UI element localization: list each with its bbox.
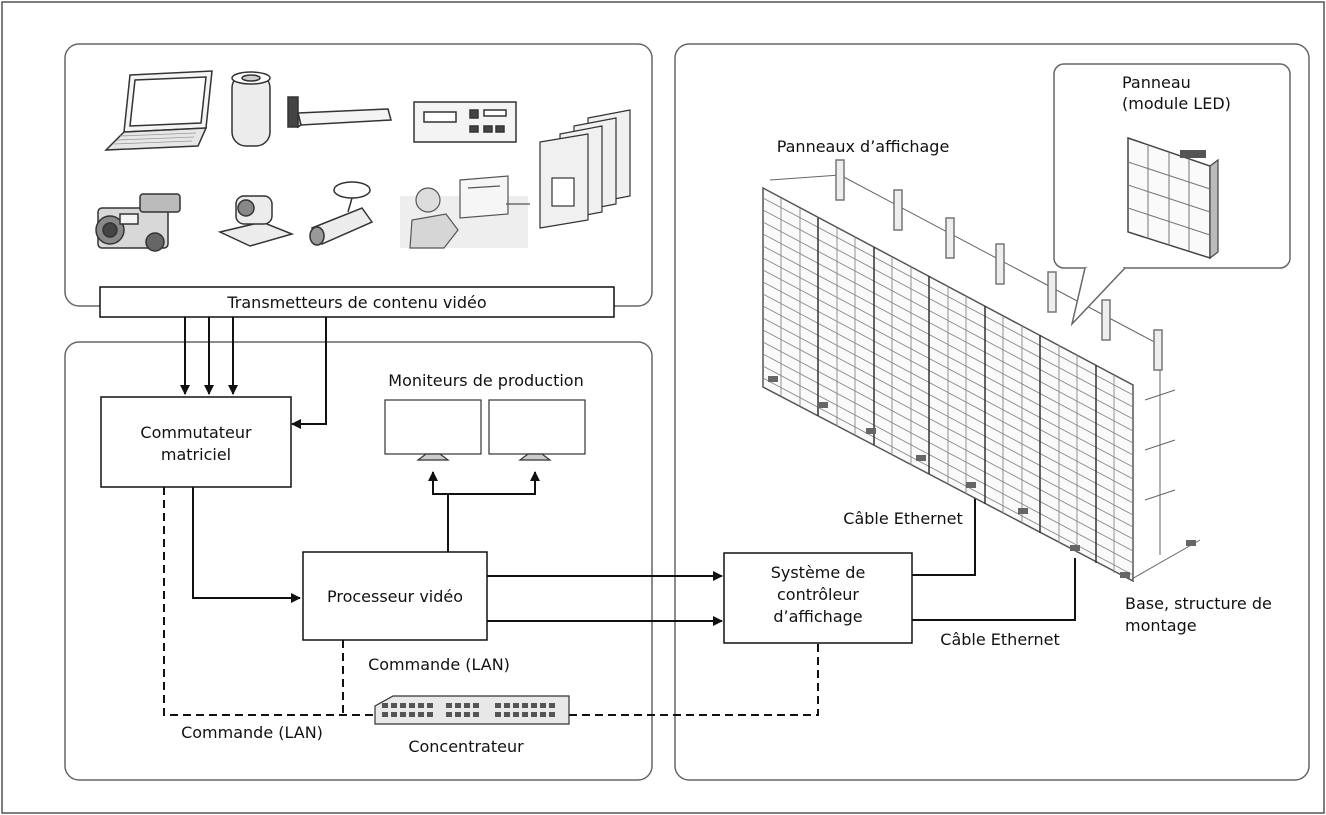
- laptop-icon: [104, 70, 213, 151]
- display-controller-box: [723, 552, 913, 644]
- display-controller-label-line1: Système de: [771, 563, 866, 582]
- hub-label: Concentrateur: [408, 737, 524, 756]
- video-processor-box: [302, 551, 488, 641]
- led-module-icon: [1127, 136, 1219, 260]
- production-monitors-label: Moniteurs de production: [388, 371, 583, 390]
- ethernet-cable-upper-label: Câble Ethernet: [843, 509, 962, 528]
- led-wall-icon: [762, 159, 1201, 583]
- streaming-box-icon: [287, 96, 392, 129]
- rack-servers-icon: [539, 109, 631, 229]
- command-lan-label-top: Commande (LAN): [368, 655, 510, 674]
- ptz-camera-icon: [217, 195, 295, 247]
- production-monitor-right: [488, 399, 586, 461]
- video-processor-label: Processeur vidéo: [327, 587, 463, 606]
- display-panels-label: Panneaux d’affichage: [777, 137, 950, 156]
- display-controller-label-line2: contrôleur: [777, 585, 859, 604]
- camcorder-icon: [95, 193, 181, 252]
- source-feed-arrows: [180, 317, 327, 429]
- content-transmitters-label: Transmetteurs de contenu vidéo: [226, 293, 486, 312]
- processing-panel: [64, 341, 653, 781]
- display-panel: [674, 43, 1310, 781]
- matrix-switch-label-line2: matriciel: [161, 445, 231, 464]
- base-structure-label-line2: montage: [1125, 616, 1197, 635]
- network-hub-icon: [374, 695, 570, 725]
- base-structure-label-line1: Base, structure de: [1125, 594, 1272, 613]
- matrix-to-processor-arrow: [192, 487, 301, 603]
- operator-workstation-icon: [400, 175, 530, 249]
- led-module-label-line2: (module LED): [1122, 94, 1231, 113]
- monitor-feed-arrows: [428, 471, 540, 552]
- led-module-label-line1: Panneau: [1122, 73, 1191, 92]
- media-server-icon: [231, 71, 271, 147]
- box-camera-icon: [309, 181, 374, 246]
- production-monitor-left: [384, 399, 482, 461]
- processor-to-controller-arrows: [487, 571, 723, 626]
- command-lan-label-bottom: Commande (LAN): [181, 723, 323, 742]
- matrix-switch-label-line1: Commutateur: [140, 423, 252, 442]
- ethernet-cables: [912, 494, 1076, 621]
- display-controller-label-line3: d’affichage: [773, 607, 862, 626]
- recorder-deck-icon: [413, 101, 517, 143]
- content-transmitters-bar: [99, 286, 615, 318]
- ethernet-cable-lower-label: Câble Ethernet: [940, 630, 1059, 649]
- lan-control-lines: [163, 487, 819, 716]
- matrix-switch-box: [100, 396, 292, 488]
- led-module-callout-pointer: [1070, 267, 1126, 327]
